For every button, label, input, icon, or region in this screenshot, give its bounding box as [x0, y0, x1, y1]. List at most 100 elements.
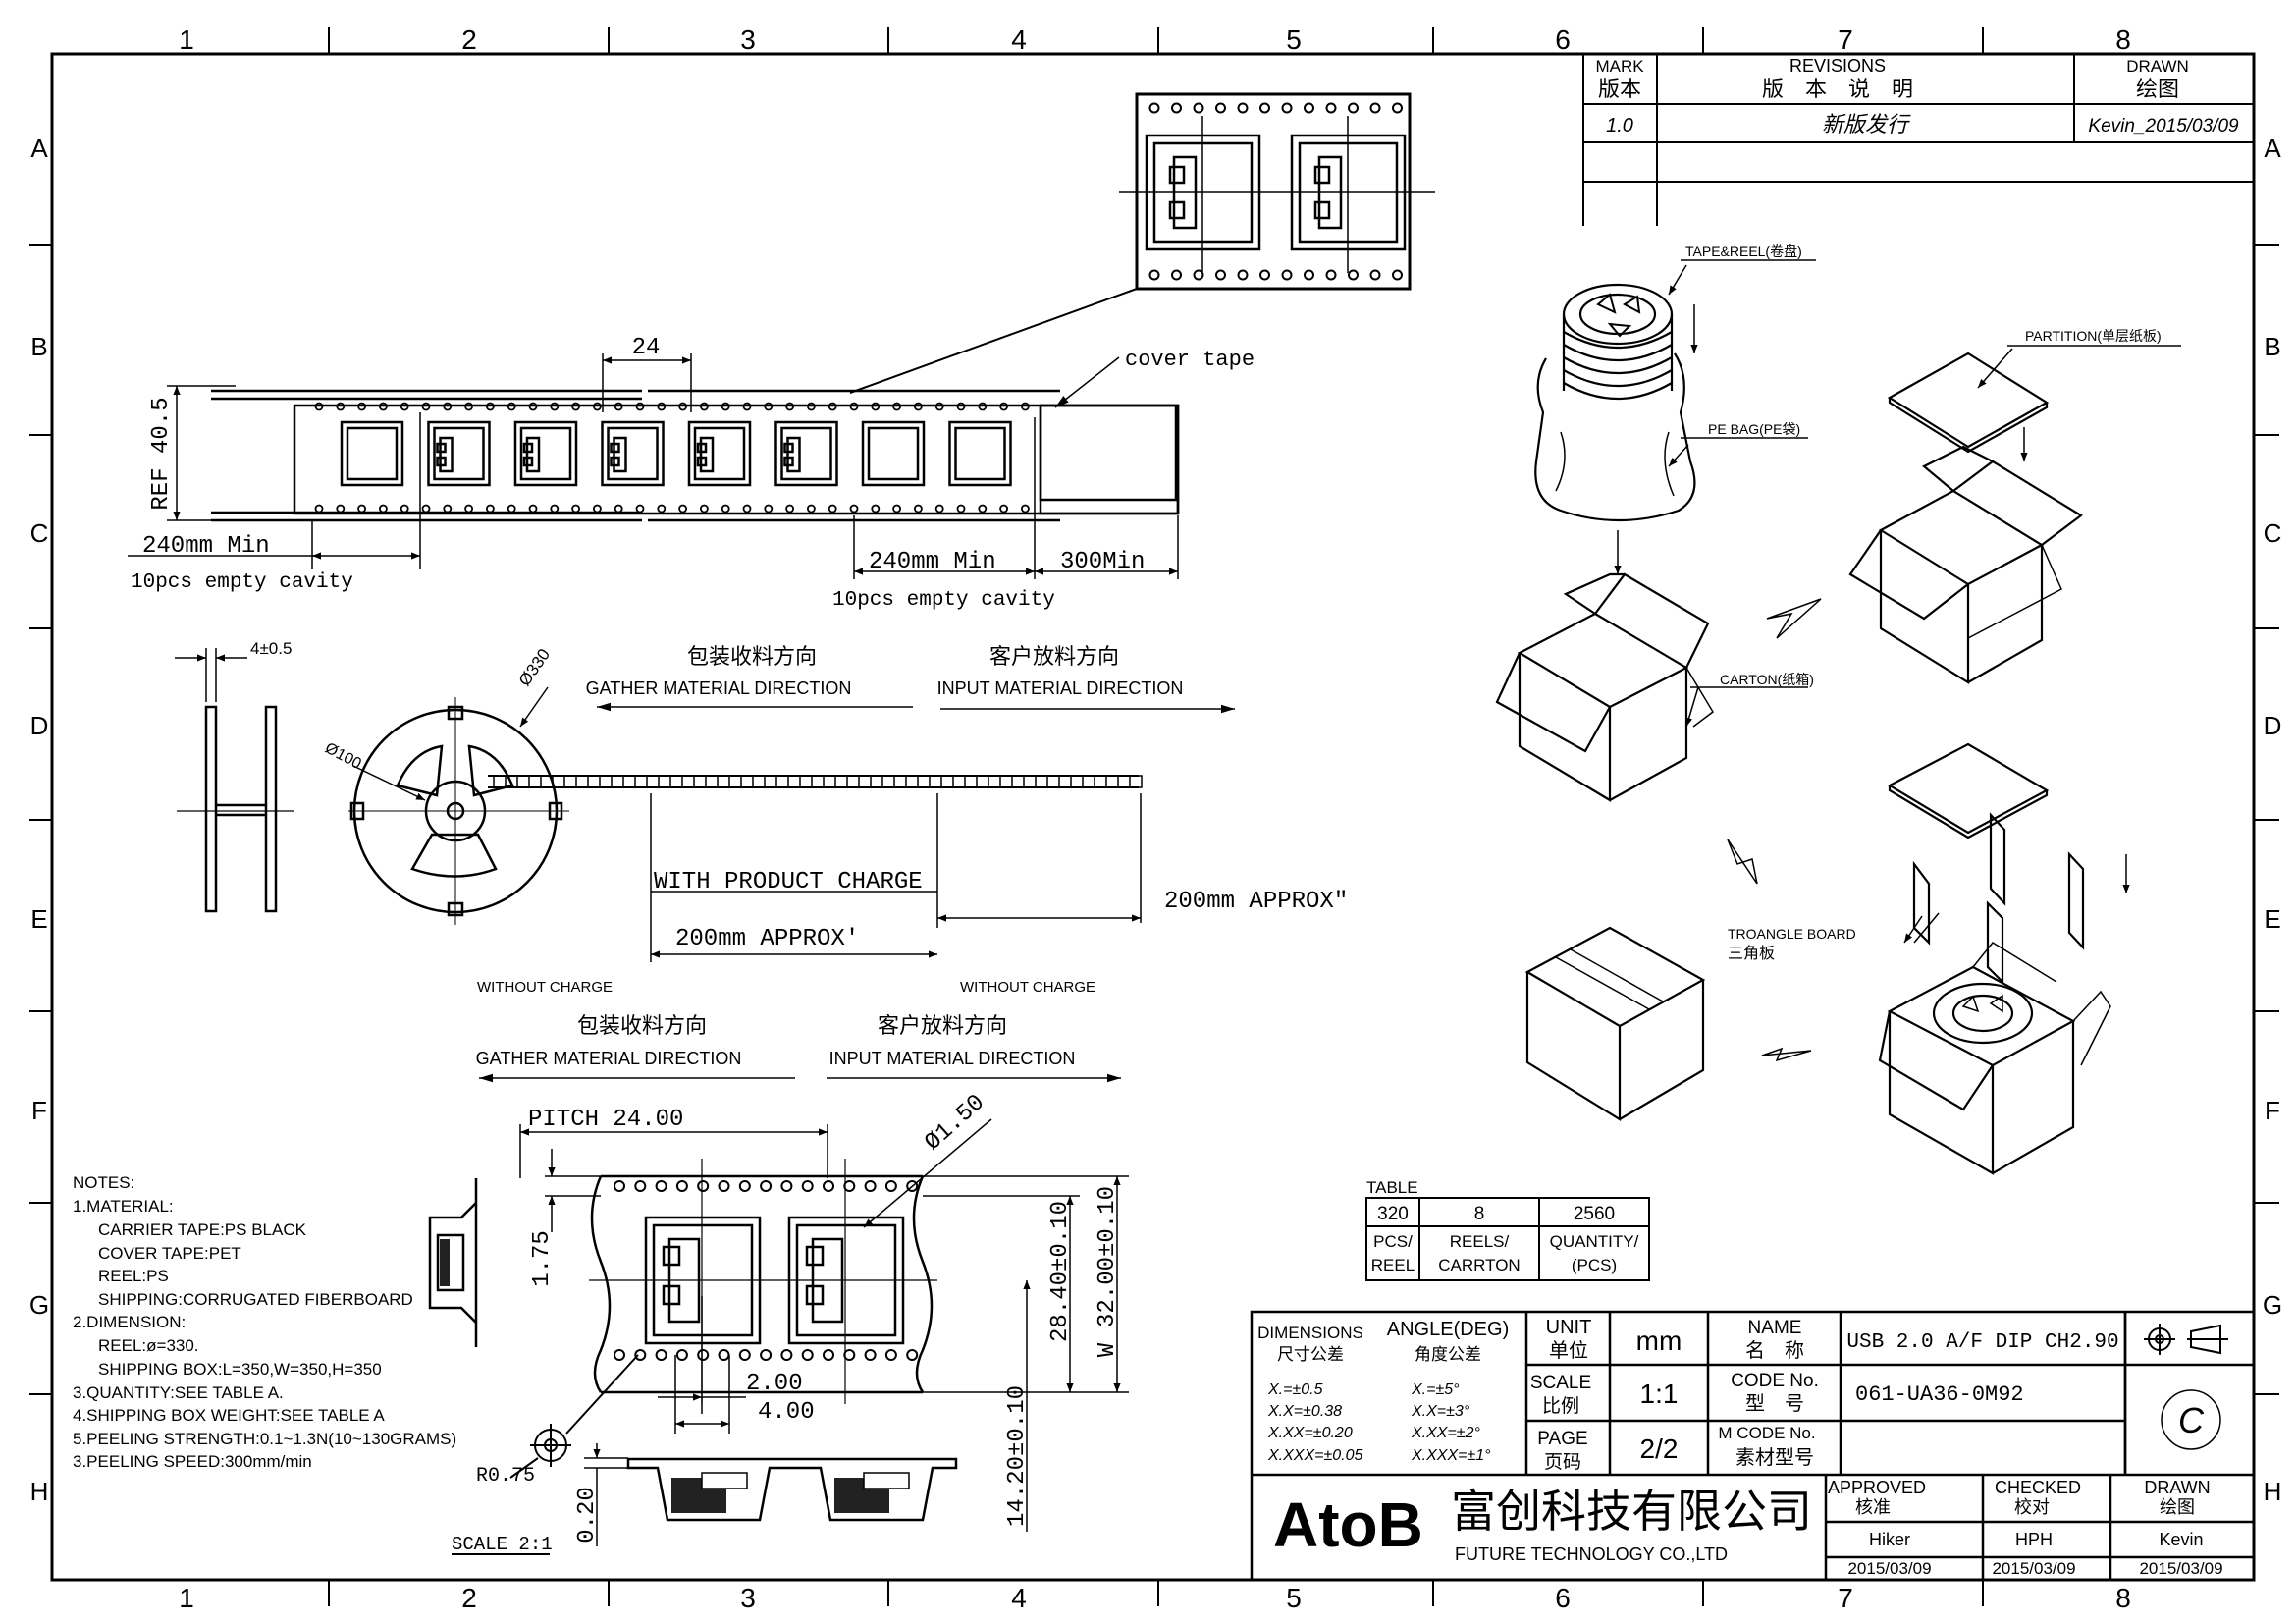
sprocket-hole — [864, 1180, 877, 1192]
cavity-outline — [861, 420, 926, 487]
sprocket-hole — [742, 402, 752, 411]
mcode-label: M CODE No. — [1718, 1424, 1815, 1442]
col-label: 4 — [1011, 25, 1027, 55]
sprocket-hole — [655, 1349, 667, 1361]
checked-label: CHECKED — [1995, 1478, 2081, 1497]
sprocket-hole — [1237, 102, 1249, 114]
table-cell-label: CARRTON — [1438, 1256, 1520, 1274]
tape-pocket — [846, 775, 860, 788]
sprocket-hole — [1348, 102, 1359, 114]
cavity-pin — [522, 456, 534, 467]
reel-tape-pockets — [493, 775, 1143, 788]
ref-height-dimension: REF 40.5 — [148, 397, 175, 510]
reel-input-en: INPUT MATERIAL DIRECTION — [937, 678, 1184, 698]
tape-pocket — [587, 775, 601, 788]
detail-p0: 4.00 — [758, 1399, 815, 1426]
sprocket-hole — [1259, 102, 1270, 114]
cavity-outline — [340, 420, 404, 487]
tape-pocket — [1082, 775, 1095, 788]
tape-pocket — [634, 775, 648, 788]
sprocket-hole — [871, 402, 881, 411]
note-line: SHIPPING BOX:L=350,W=350,H=350 — [98, 1360, 382, 1379]
sprocket-hole — [507, 402, 516, 411]
tape-pocket — [870, 775, 883, 788]
detail-input-cn: 客户放料方向 — [878, 1013, 1007, 1038]
sprocket-hole — [635, 504, 645, 514]
cavity-outline — [427, 420, 491, 487]
tape-cavity — [513, 420, 578, 487]
approved-label-cn: 核准 — [1855, 1497, 1891, 1517]
sprocket-hole — [443, 402, 453, 411]
detail-radius: R0.75 — [476, 1465, 535, 1488]
sprocket-hole — [843, 1349, 856, 1361]
sprocket-hole — [906, 1180, 919, 1192]
scale-label-cn: 比例 — [1542, 1395, 1579, 1417]
note-line: REEL:ø=330. — [98, 1336, 199, 1355]
col-label: 3 — [740, 25, 756, 55]
sprocket-hole — [718, 1349, 730, 1361]
cavity-pin — [436, 456, 447, 467]
sprocket-hole — [828, 402, 837, 411]
tape-pocket — [964, 775, 978, 788]
tape-pocket — [940, 775, 954, 788]
dim-tol-line: X.=±0.5 — [1267, 1381, 1323, 1398]
drawn-name: Kevin — [2159, 1530, 2203, 1549]
cavity-inner — [433, 426, 485, 481]
sprocket-hole — [357, 402, 367, 411]
sprocket-hole — [464, 504, 474, 514]
cavity-pin — [436, 442, 447, 454]
note-line: REEL:PS — [98, 1267, 169, 1285]
table-title: TABLE — [1366, 1178, 1418, 1197]
sprocket-hole — [1021, 504, 1030, 514]
note-line: 1.MATERIAL: — [73, 1197, 174, 1216]
page-label-cn: 页码 — [1544, 1452, 1581, 1473]
row-label: B — [2264, 332, 2280, 361]
grid-column-labels-bottom: 1 2 3 4 5 6 7 8 — [179, 1583, 2131, 1613]
row-label: G — [2263, 1290, 2282, 1320]
sprocket-hole — [378, 402, 388, 411]
cavity-pin — [783, 442, 794, 454]
col-label: 8 — [2115, 1583, 2131, 1613]
projection-symbol-icon — [2144, 1324, 2228, 1355]
row-label: D — [30, 711, 49, 740]
checked-label-cn: 校对 — [2014, 1497, 2050, 1517]
sprocket-hole — [443, 504, 453, 514]
name-label: NAME — [1748, 1318, 1802, 1338]
sprocket-hole — [780, 1349, 793, 1361]
detail-p2: 2.00 — [746, 1371, 803, 1397]
sprocket-hole — [357, 504, 367, 514]
sprocket-hole — [634, 1349, 647, 1361]
partition-label: PARTITION(单层纸板) — [2025, 328, 2162, 344]
cavity-pin — [610, 456, 620, 467]
table-cell-value: 8 — [1474, 1204, 1485, 1224]
reel-stack — [1534, 283, 1696, 522]
sprocket-hole — [1369, 102, 1381, 114]
sprocket-hole — [721, 504, 730, 514]
dim-tol-line: X.XX=±0.20 — [1267, 1425, 1353, 1441]
reel-hub-diameter: Ø100 — [322, 740, 364, 773]
sprocket-hole — [849, 402, 859, 411]
note-line: 3.QUANTITY:SEE TABLE A. — [73, 1383, 284, 1402]
notes: NOTES: 1.MATERIAL: CARRIER TAPE:PS BLACK… — [73, 1173, 456, 1471]
ang-tol-line: X.XX=±2° — [1411, 1425, 1480, 1441]
cavity-part — [613, 436, 627, 473]
row-label: F — [2265, 1096, 2280, 1125]
grid-row-labels-left: A B C D E F G H — [29, 134, 49, 1506]
sprocket-hole — [1193, 269, 1204, 281]
sprocket-hole — [1369, 269, 1381, 281]
sprocket-hole — [801, 1349, 814, 1361]
name-label-cn: 名 称 — [1745, 1339, 1804, 1362]
sprocket-hole — [760, 1349, 773, 1361]
row-label: H — [30, 1477, 49, 1506]
drawn-date: 2015/03/09 — [2139, 1559, 2222, 1578]
grid-column-labels-top: 1 2 3 4 5 6 7 8 — [179, 25, 2131, 55]
col-label: 2 — [461, 1583, 477, 1613]
dim-tol-line: X.XXX=±0.05 — [1267, 1447, 1363, 1464]
reel-width-dimension: 4±0.5 — [250, 639, 292, 658]
tape-pocket — [917, 775, 931, 788]
cavity-outline — [948, 420, 1012, 487]
tape-pocket — [611, 775, 624, 788]
sprocket-hole — [1281, 269, 1293, 281]
company-name-cn: 富创科技有限公司 — [1451, 1486, 1812, 1537]
col-label: 7 — [1838, 25, 1853, 55]
